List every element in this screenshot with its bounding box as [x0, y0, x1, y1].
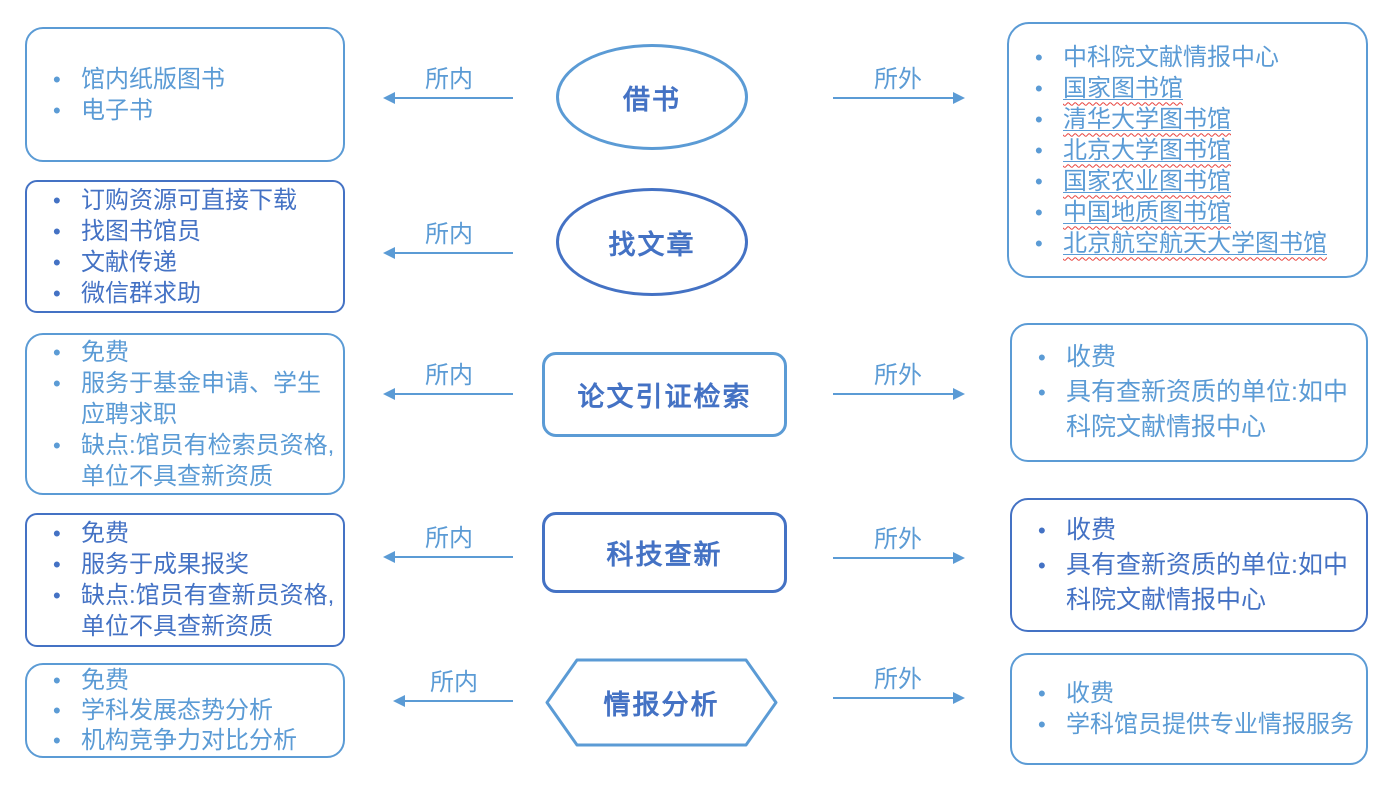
outside-arrow-row-4: 所外: [833, 526, 965, 564]
inside-arrow-label: 所内: [425, 221, 473, 248]
shape-citation-search: 论文引证检索: [542, 352, 787, 437]
bullet-list: 免费服务于基金申请、学生应聘求职缺点:馆员有检索员资格,单位不具查新资质: [27, 335, 343, 494]
list-item: 缺点:馆员有查新员资格,单位不具查新资质: [27, 580, 335, 642]
shape-label: 找文章: [608, 229, 696, 260]
list-item: 学科发展态势分析: [27, 696, 335, 726]
list-item: 免费: [27, 518, 335, 549]
shape-intelligence-analysis: 情报分析: [545, 658, 778, 747]
list-item: 订购资源可直接下载: [27, 185, 335, 216]
inside-arrow-row-1: 所内: [383, 66, 513, 104]
list-item: 电子书: [27, 95, 335, 126]
shape-label: 借书: [623, 84, 681, 115]
left-box-row-1: 馆内纸版图书电子书: [25, 27, 345, 162]
outside-arrow-row-5: 所外: [833, 666, 965, 704]
list-item: 具有查新资质的单位:如中科院文献情报中心: [1012, 548, 1358, 618]
inside-arrow-label: 所内: [430, 669, 478, 696]
right-box-row-1: 中科院文献情报中心国家图书馆清华大学图书馆北京大学图书馆国家农业图书馆中国地质图…: [1007, 22, 1368, 278]
shape-novelty-search: 科技查新: [542, 512, 787, 593]
shape-find-articles: 找文章: [556, 188, 748, 296]
list-item: 中科院文献情报中心: [1009, 42, 1358, 73]
bullet-list: 收费具有查新资质的单位:如中科院文献情报中心: [1012, 511, 1366, 620]
list-item: 免费: [27, 337, 335, 368]
shape-label: 论文引证检索: [577, 382, 752, 412]
list-item: 中国地质图书馆: [1009, 197, 1358, 228]
arrow-line-right-icon: [833, 92, 965, 104]
outside-arrow-label: 所外: [874, 66, 922, 93]
inside-arrow-row-5: 所内: [393, 669, 513, 707]
inside-arrow-label: 所内: [425, 362, 473, 389]
shape-label: 科技查新: [606, 540, 723, 570]
list-item: 北京航空航天大学图书馆: [1009, 228, 1358, 259]
hexagon-outline-icon: [545, 658, 778, 747]
left-box-row-2: 订购资源可直接下载找图书馆员文献传递微信群求助: [25, 180, 345, 313]
bullet-list: 订购资源可直接下载找图书馆员文献传递微信群求助: [27, 183, 343, 311]
shape-label: 情报分析: [603, 690, 720, 720]
outside-arrow-label: 所外: [874, 362, 922, 389]
inside-arrow-row-4: 所内: [383, 525, 513, 563]
list-item: 免费: [27, 666, 335, 696]
left-box-row-4: 免费服务于成果报奖缺点:馆员有查新员资格,单位不具查新资质: [25, 513, 345, 647]
bullet-list: 中科院文献情报中心国家图书馆清华大学图书馆北京大学图书馆国家农业图书馆中国地质图…: [1009, 40, 1366, 261]
bullet-list: 免费服务于成果报奖缺点:馆员有查新员资格,单位不具查新资质: [27, 516, 343, 644]
list-item: 具有查新资质的单位:如中科院文献情报中心: [1012, 375, 1358, 445]
arrow-line-right-icon: [833, 552, 965, 564]
arrow-line-left-icon: [383, 551, 513, 563]
list-item: 收费: [1012, 678, 1358, 709]
list-item: 服务于基金申请、学生应聘求职: [27, 368, 335, 430]
inside-arrow-row-2: 所内: [383, 221, 513, 259]
arrow-line-left-icon: [393, 695, 513, 707]
arrow-line-left-icon: [383, 388, 513, 400]
right-box-row-5: 收费学科馆员提供专业情报服务: [1010, 653, 1368, 765]
list-item: 国家图书馆: [1009, 73, 1358, 104]
list-item: 缺点:馆员有检索员资格,单位不具查新资质: [27, 430, 335, 492]
arrow-line-right-icon: [833, 388, 965, 400]
list-item: 收费: [1012, 340, 1358, 375]
left-box-row-3: 免费服务于基金申请、学生应聘求职缺点:馆员有检索员资格,单位不具查新资质: [25, 333, 345, 495]
list-item: 清华大学图书馆: [1009, 104, 1358, 135]
inside-arrow-label: 所内: [425, 66, 473, 93]
arrow-line-left-icon: [383, 92, 513, 104]
bullet-list: 免费学科发展态势分析机构竞争力对比分析: [27, 664, 343, 758]
arrow-line-left-icon: [383, 247, 513, 259]
outside-arrow-label: 所外: [874, 666, 922, 693]
list-item: 文献传递: [27, 247, 335, 278]
shape-borrow-books: 借书: [556, 44, 748, 150]
list-item: 找图书馆员: [27, 216, 335, 247]
arrow-line-right-icon: [833, 692, 965, 704]
bullet-list: 收费具有查新资质的单位:如中科院文献情报中心: [1012, 338, 1366, 447]
list-item: 服务于成果报奖: [27, 549, 335, 580]
bullet-list: 馆内纸版图书电子书: [27, 62, 343, 128]
list-item: 收费: [1012, 513, 1358, 548]
list-item: 馆内纸版图书: [27, 64, 335, 95]
list-item: 学科馆员提供专业情报服务: [1012, 709, 1358, 740]
list-item: 北京大学图书馆: [1009, 135, 1358, 166]
right-box-row-3: 收费具有查新资质的单位:如中科院文献情报中心: [1010, 323, 1368, 462]
inside-arrow-row-3: 所内: [383, 362, 513, 400]
left-box-row-5: 免费学科发展态势分析机构竞争力对比分析: [25, 663, 345, 758]
list-item: 国家农业图书馆: [1009, 166, 1358, 197]
outside-arrow-row-3: 所外: [833, 362, 965, 400]
inside-arrow-label: 所内: [425, 525, 473, 552]
outside-arrow-label: 所外: [874, 526, 922, 553]
list-item: 机构竞争力对比分析: [27, 726, 335, 756]
list-item: 微信群求助: [27, 278, 335, 309]
outside-arrow-row-1: 所外: [833, 66, 965, 104]
right-box-row-4: 收费具有查新资质的单位:如中科院文献情报中心: [1010, 498, 1368, 632]
bullet-list: 收费学科馆员提供专业情报服务: [1012, 676, 1366, 742]
